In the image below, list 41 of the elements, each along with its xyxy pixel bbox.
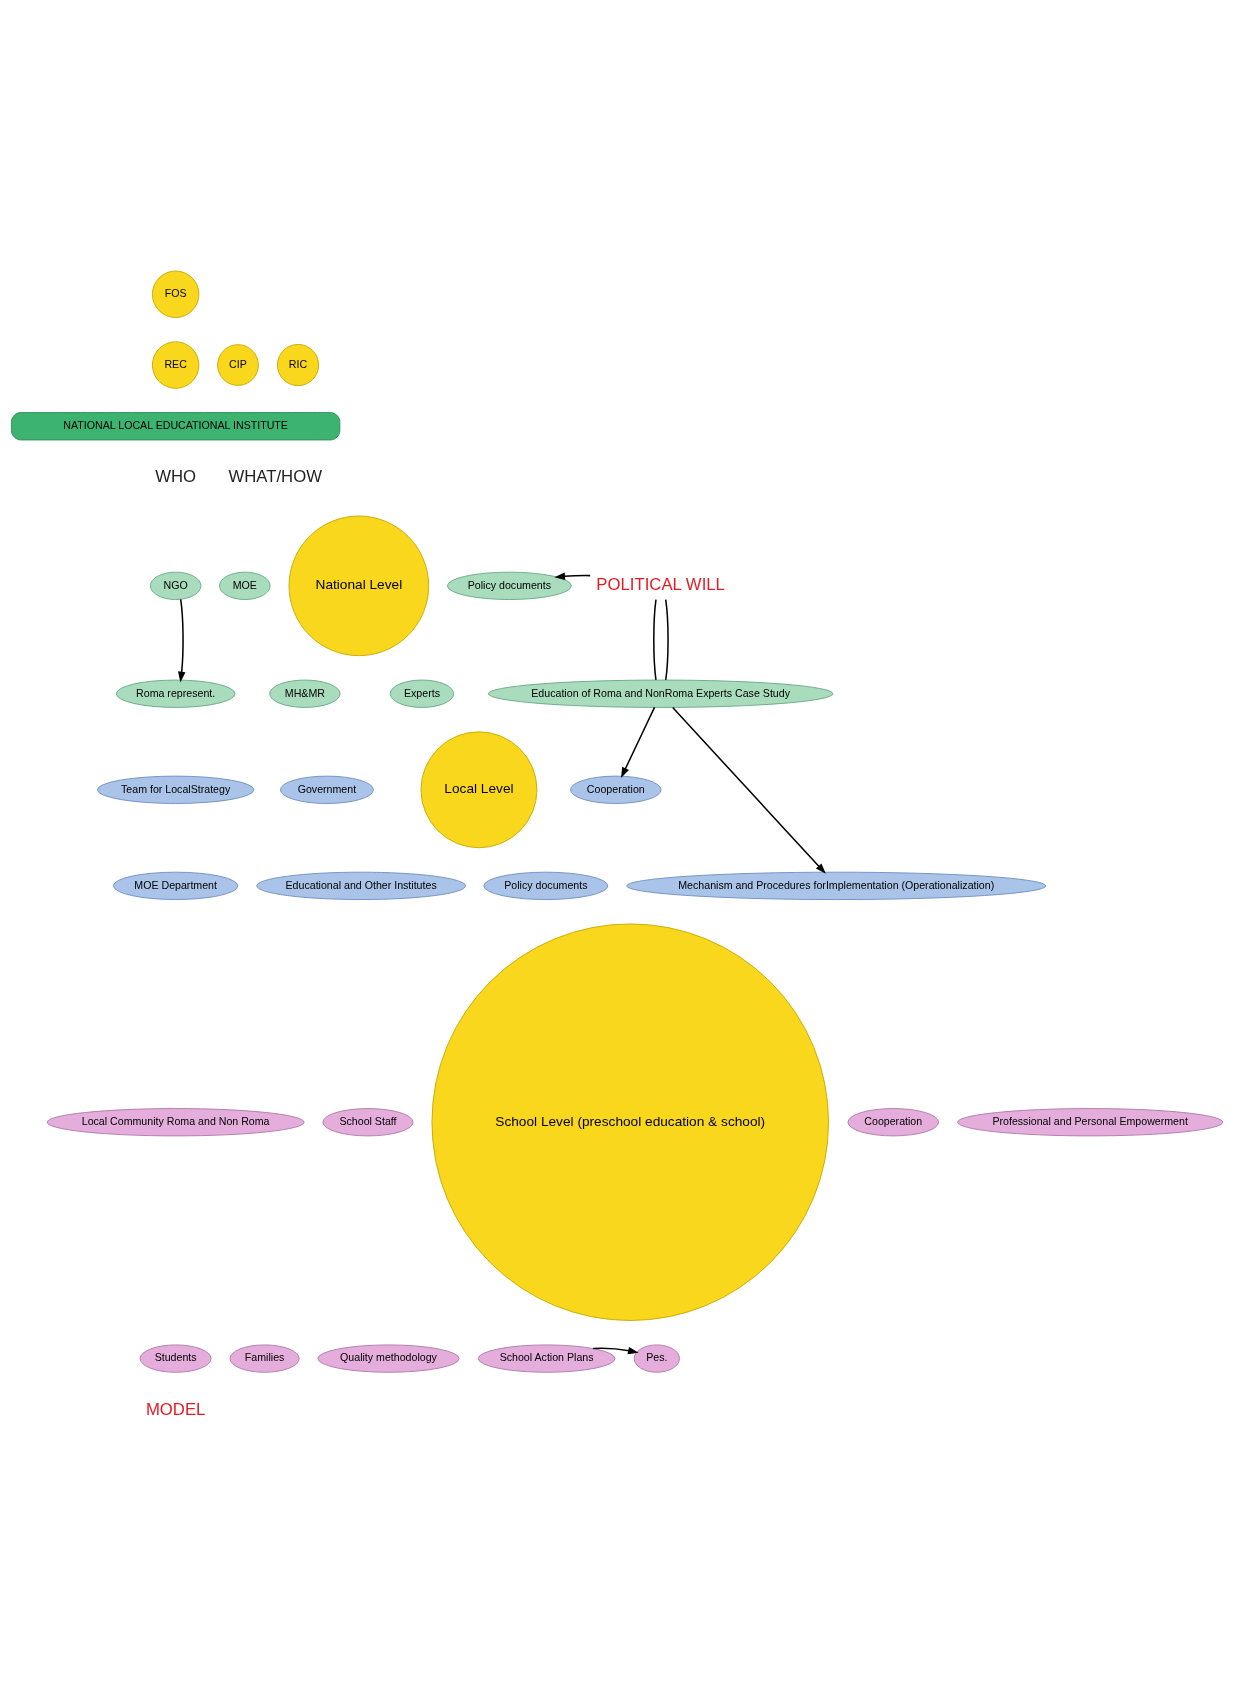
node-circle: National Level bbox=[288, 515, 430, 657]
node-ellipse: MH&MR bbox=[269, 679, 341, 708]
node-ellipse: Quality methodology bbox=[317, 1344, 460, 1373]
node-ellipse: School Staff bbox=[322, 1108, 414, 1137]
node-ellipse: Families bbox=[229, 1344, 300, 1373]
connector bbox=[653, 598, 657, 681]
node-circle: FOS bbox=[151, 270, 200, 318]
arrow bbox=[671, 706, 826, 874]
node-box: NATIONAL LOCAL EDUCATIONAL INSTITUTE bbox=[11, 412, 341, 441]
node-ellipse: Roma represent. bbox=[115, 679, 236, 708]
label: WHO bbox=[155, 467, 197, 487]
node-ellipse: Pes. bbox=[633, 1344, 680, 1373]
node-ellipse: Policy documents bbox=[483, 871, 609, 900]
arrow bbox=[554, 572, 591, 580]
connector bbox=[664, 598, 669, 681]
node-ellipse: Education of Roma and NonRoma Experts Case Study bbox=[487, 679, 834, 708]
node-ellipse: Professional and Personal Empowerment bbox=[957, 1108, 1224, 1137]
node-ellipse: Educational and Other Institutes bbox=[256, 871, 466, 900]
node-ellipse: Local Community Roma and Non Roma bbox=[46, 1108, 305, 1137]
node-circle: CIP bbox=[217, 344, 259, 386]
label: WHAT/HOW bbox=[228, 467, 322, 487]
node-circle: REC bbox=[151, 341, 200, 389]
node-ellipse: Cooperation bbox=[847, 1108, 939, 1137]
label: MODEL bbox=[145, 1399, 206, 1419]
arrow bbox=[592, 1347, 639, 1355]
node-ellipse: Team for LocalStrategy bbox=[96, 775, 255, 804]
node-circle: RIC bbox=[276, 344, 320, 387]
node-circle: Local Level bbox=[420, 731, 538, 849]
node-ellipse: Students bbox=[139, 1344, 212, 1373]
node-ellipse: Mechanism and Procedures forImplementation (Operationalization) bbox=[626, 871, 1047, 900]
node-ellipse: MOE Department bbox=[113, 871, 239, 900]
node-ellipse: Experts bbox=[389, 679, 455, 708]
node-ellipse: MOE bbox=[219, 571, 271, 600]
node-text: POLITICAL WILL bbox=[596, 575, 725, 595]
arrow bbox=[178, 598, 186, 683]
node-ellipse: NGO bbox=[149, 571, 202, 600]
node-circle: School Level (preschool education & school) bbox=[431, 923, 829, 1321]
arrow bbox=[621, 706, 656, 778]
node-ellipse: School Action Plans bbox=[477, 1344, 616, 1373]
node-ellipse: Cooperation bbox=[570, 775, 662, 804]
node-ellipse: Government bbox=[279, 775, 374, 804]
